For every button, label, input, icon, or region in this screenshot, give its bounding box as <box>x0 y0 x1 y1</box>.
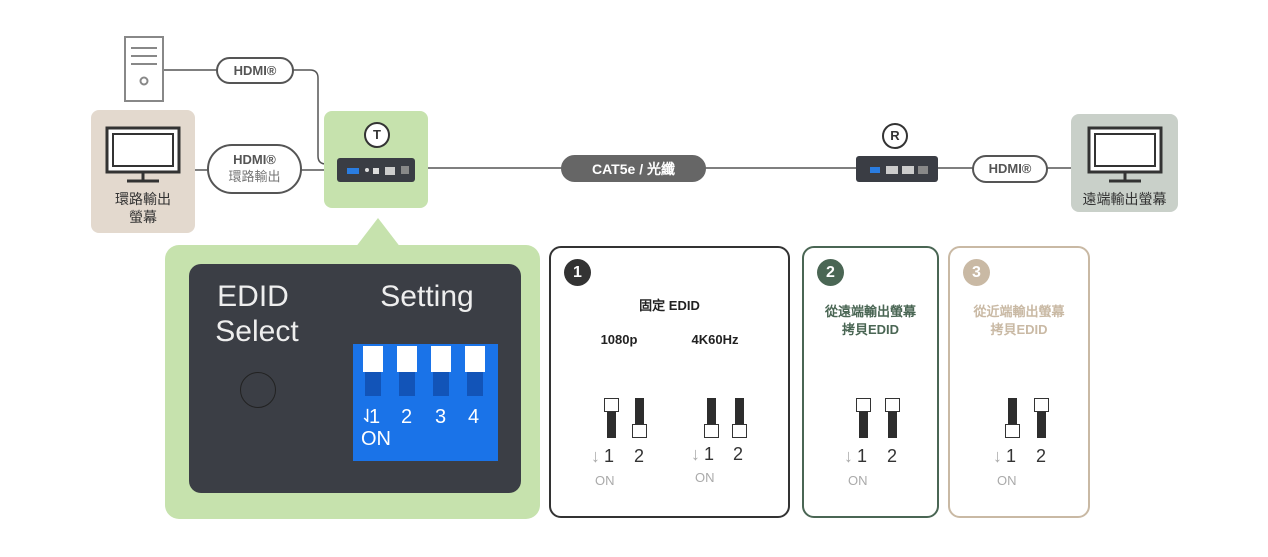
on-label: ON <box>848 473 868 488</box>
hdmi-loop-sub: 環路輸出 <box>228 169 281 184</box>
dip-number: 4 <box>468 406 480 428</box>
dip-number: 3 <box>435 406 447 428</box>
card-badge: 3 <box>963 259 990 286</box>
on-label: ON <box>997 473 1017 488</box>
dip-number: 2 <box>401 406 413 428</box>
card-title: 從近端輸出螢幕 拷貝EDID <box>973 304 1065 337</box>
monitor-icon <box>105 126 181 183</box>
on-arrow: ↓ <box>993 446 1002 466</box>
setting-label: Setting <box>380 280 474 313</box>
switch-1 <box>1005 398 1020 438</box>
switch-1 <box>856 398 871 438</box>
tx-marker: T <box>364 122 390 148</box>
on-arrow: ↓ <box>844 446 853 466</box>
cable-label: CAT5e / 光纖 <box>561 155 706 182</box>
dip-on-label: ON <box>361 428 391 450</box>
col-label-4k60hz: 4K60Hz <box>691 332 739 347</box>
dip-knob[interactable] <box>431 346 451 372</box>
on-arrow: ↓ <box>591 446 600 466</box>
zoom-callout-pointer <box>355 218 401 248</box>
dip-arrow: ⇃ <box>360 406 376 426</box>
switch-number: 2 <box>887 446 898 466</box>
edid-select-button[interactable] <box>240 372 276 408</box>
hdmi-loop-label: HDMI® <box>233 152 276 167</box>
device-panel: EDID Select Setting ⇃ 1 2 3 4 ON <box>189 264 521 493</box>
col-label-1080p: 1080p <box>600 332 638 347</box>
receiver-device <box>856 156 938 182</box>
switch-number: 1 <box>704 444 715 464</box>
mode-card-2: 2 從遠端輸出螢幕 拷貝EDID ↓ 1 2 ON <box>802 246 939 518</box>
loop-display-box: 環路輸出 螢幕 <box>91 110 195 233</box>
zoom-callout: EDID Select Setting ⇃ 1 2 3 4 ON <box>165 245 540 519</box>
card-badge: 1 <box>564 259 591 286</box>
switch-number: 2 <box>733 444 744 464</box>
on-label: ON <box>595 473 615 488</box>
on-label: ON <box>695 470 715 485</box>
switch-number: 2 <box>634 446 645 466</box>
dip-switch[interactable]: ⇃ 1 2 3 4 ON <box>353 344 498 461</box>
rx-marker: R <box>882 123 908 149</box>
dip-knob[interactable] <box>363 346 383 372</box>
on-arrow: ↓ <box>691 444 700 464</box>
hdmi-loop-pill: HDMI® 環路輸出 <box>207 144 302 194</box>
dip-number: 1 <box>369 406 381 428</box>
remote-display-label: 遠端輸出螢幕 <box>1082 191 1167 207</box>
switch-2 <box>1034 398 1049 438</box>
hdmi-right-label: HDMI® <box>972 155 1048 183</box>
pc-tower-icon <box>124 36 164 102</box>
switch-number: 1 <box>604 446 615 466</box>
switch-2 <box>732 398 747 438</box>
loop-display-label: 環路輸出 螢幕 <box>115 191 171 225</box>
card-title: 固定 EDID <box>639 298 700 313</box>
switch-2 <box>632 398 647 438</box>
select-label: Select <box>215 315 299 348</box>
hdmi-top-label: HDMI® <box>216 57 294 84</box>
mode-card-1: 1 固定 EDID 1080p 4K60Hz ↓ 1 2 ON ↓ 1 2 ON <box>549 246 790 518</box>
switch-number: 1 <box>1006 446 1017 466</box>
transmitter-device <box>337 158 415 182</box>
card-badge: 2 <box>817 259 844 286</box>
dip-knob[interactable] <box>465 346 485 372</box>
switch-1 <box>604 398 619 438</box>
mode-card-3: 3 從近端輸出螢幕 拷貝EDID ↓ 1 2 ON <box>948 246 1090 518</box>
switch-number: 1 <box>857 446 868 466</box>
remote-display-box: 遠端輸出螢幕 <box>1071 114 1178 212</box>
card-title: 從遠端輸出螢幕 拷貝EDID <box>824 304 916 337</box>
dip-knob[interactable] <box>397 346 417 372</box>
switch-2 <box>885 398 900 438</box>
switch-number: 2 <box>1036 446 1047 466</box>
switch-1 <box>704 398 719 438</box>
edid-label: EDID <box>217 280 289 313</box>
monitor-icon <box>1087 126 1163 183</box>
